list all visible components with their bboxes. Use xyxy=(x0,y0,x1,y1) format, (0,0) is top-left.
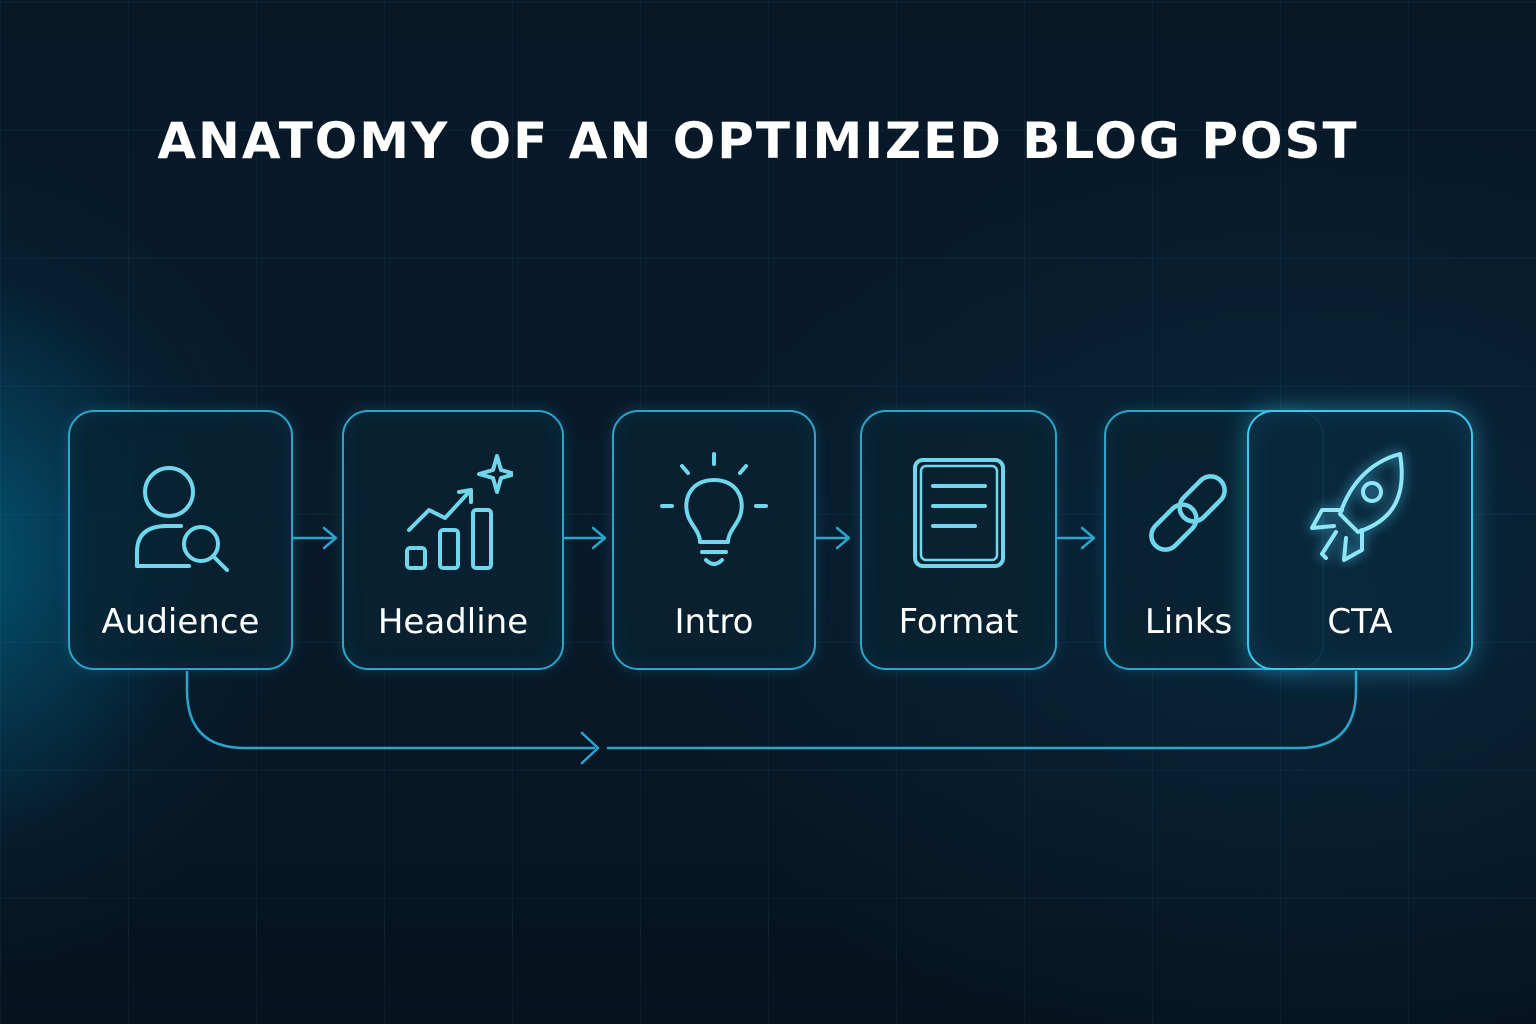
step-card-intro: Intro xyxy=(612,410,816,670)
arrow-intro-format xyxy=(815,526,851,550)
step-label: Format xyxy=(898,602,1019,642)
arrow-audience-headline xyxy=(292,526,338,550)
arrow-headline-intro xyxy=(563,526,607,550)
step-label: Audience xyxy=(101,602,260,642)
step-label: Links xyxy=(1144,602,1233,642)
arrow-format-links xyxy=(1056,526,1096,550)
step-card-audience: Audience xyxy=(68,410,293,670)
growth-chart-icon xyxy=(393,448,513,578)
lightbulb-icon xyxy=(654,448,774,578)
rocket-icon xyxy=(1300,448,1420,578)
step-label: Headline xyxy=(377,602,529,642)
step-card-format: Format xyxy=(860,410,1057,670)
user-search-icon xyxy=(121,448,241,578)
chain-link-icon xyxy=(1128,448,1248,578)
step-label: Intro xyxy=(674,602,754,642)
document-icon xyxy=(899,448,1019,578)
step-card-headline: Headline xyxy=(342,410,564,670)
page-title: ANATOMY OF AN OPTIMIZED BLOG POST xyxy=(157,112,1359,170)
return-loop-connector xyxy=(185,670,1358,765)
step-label: CTA xyxy=(1327,602,1393,642)
step-card-cta: CTA xyxy=(1247,410,1473,670)
